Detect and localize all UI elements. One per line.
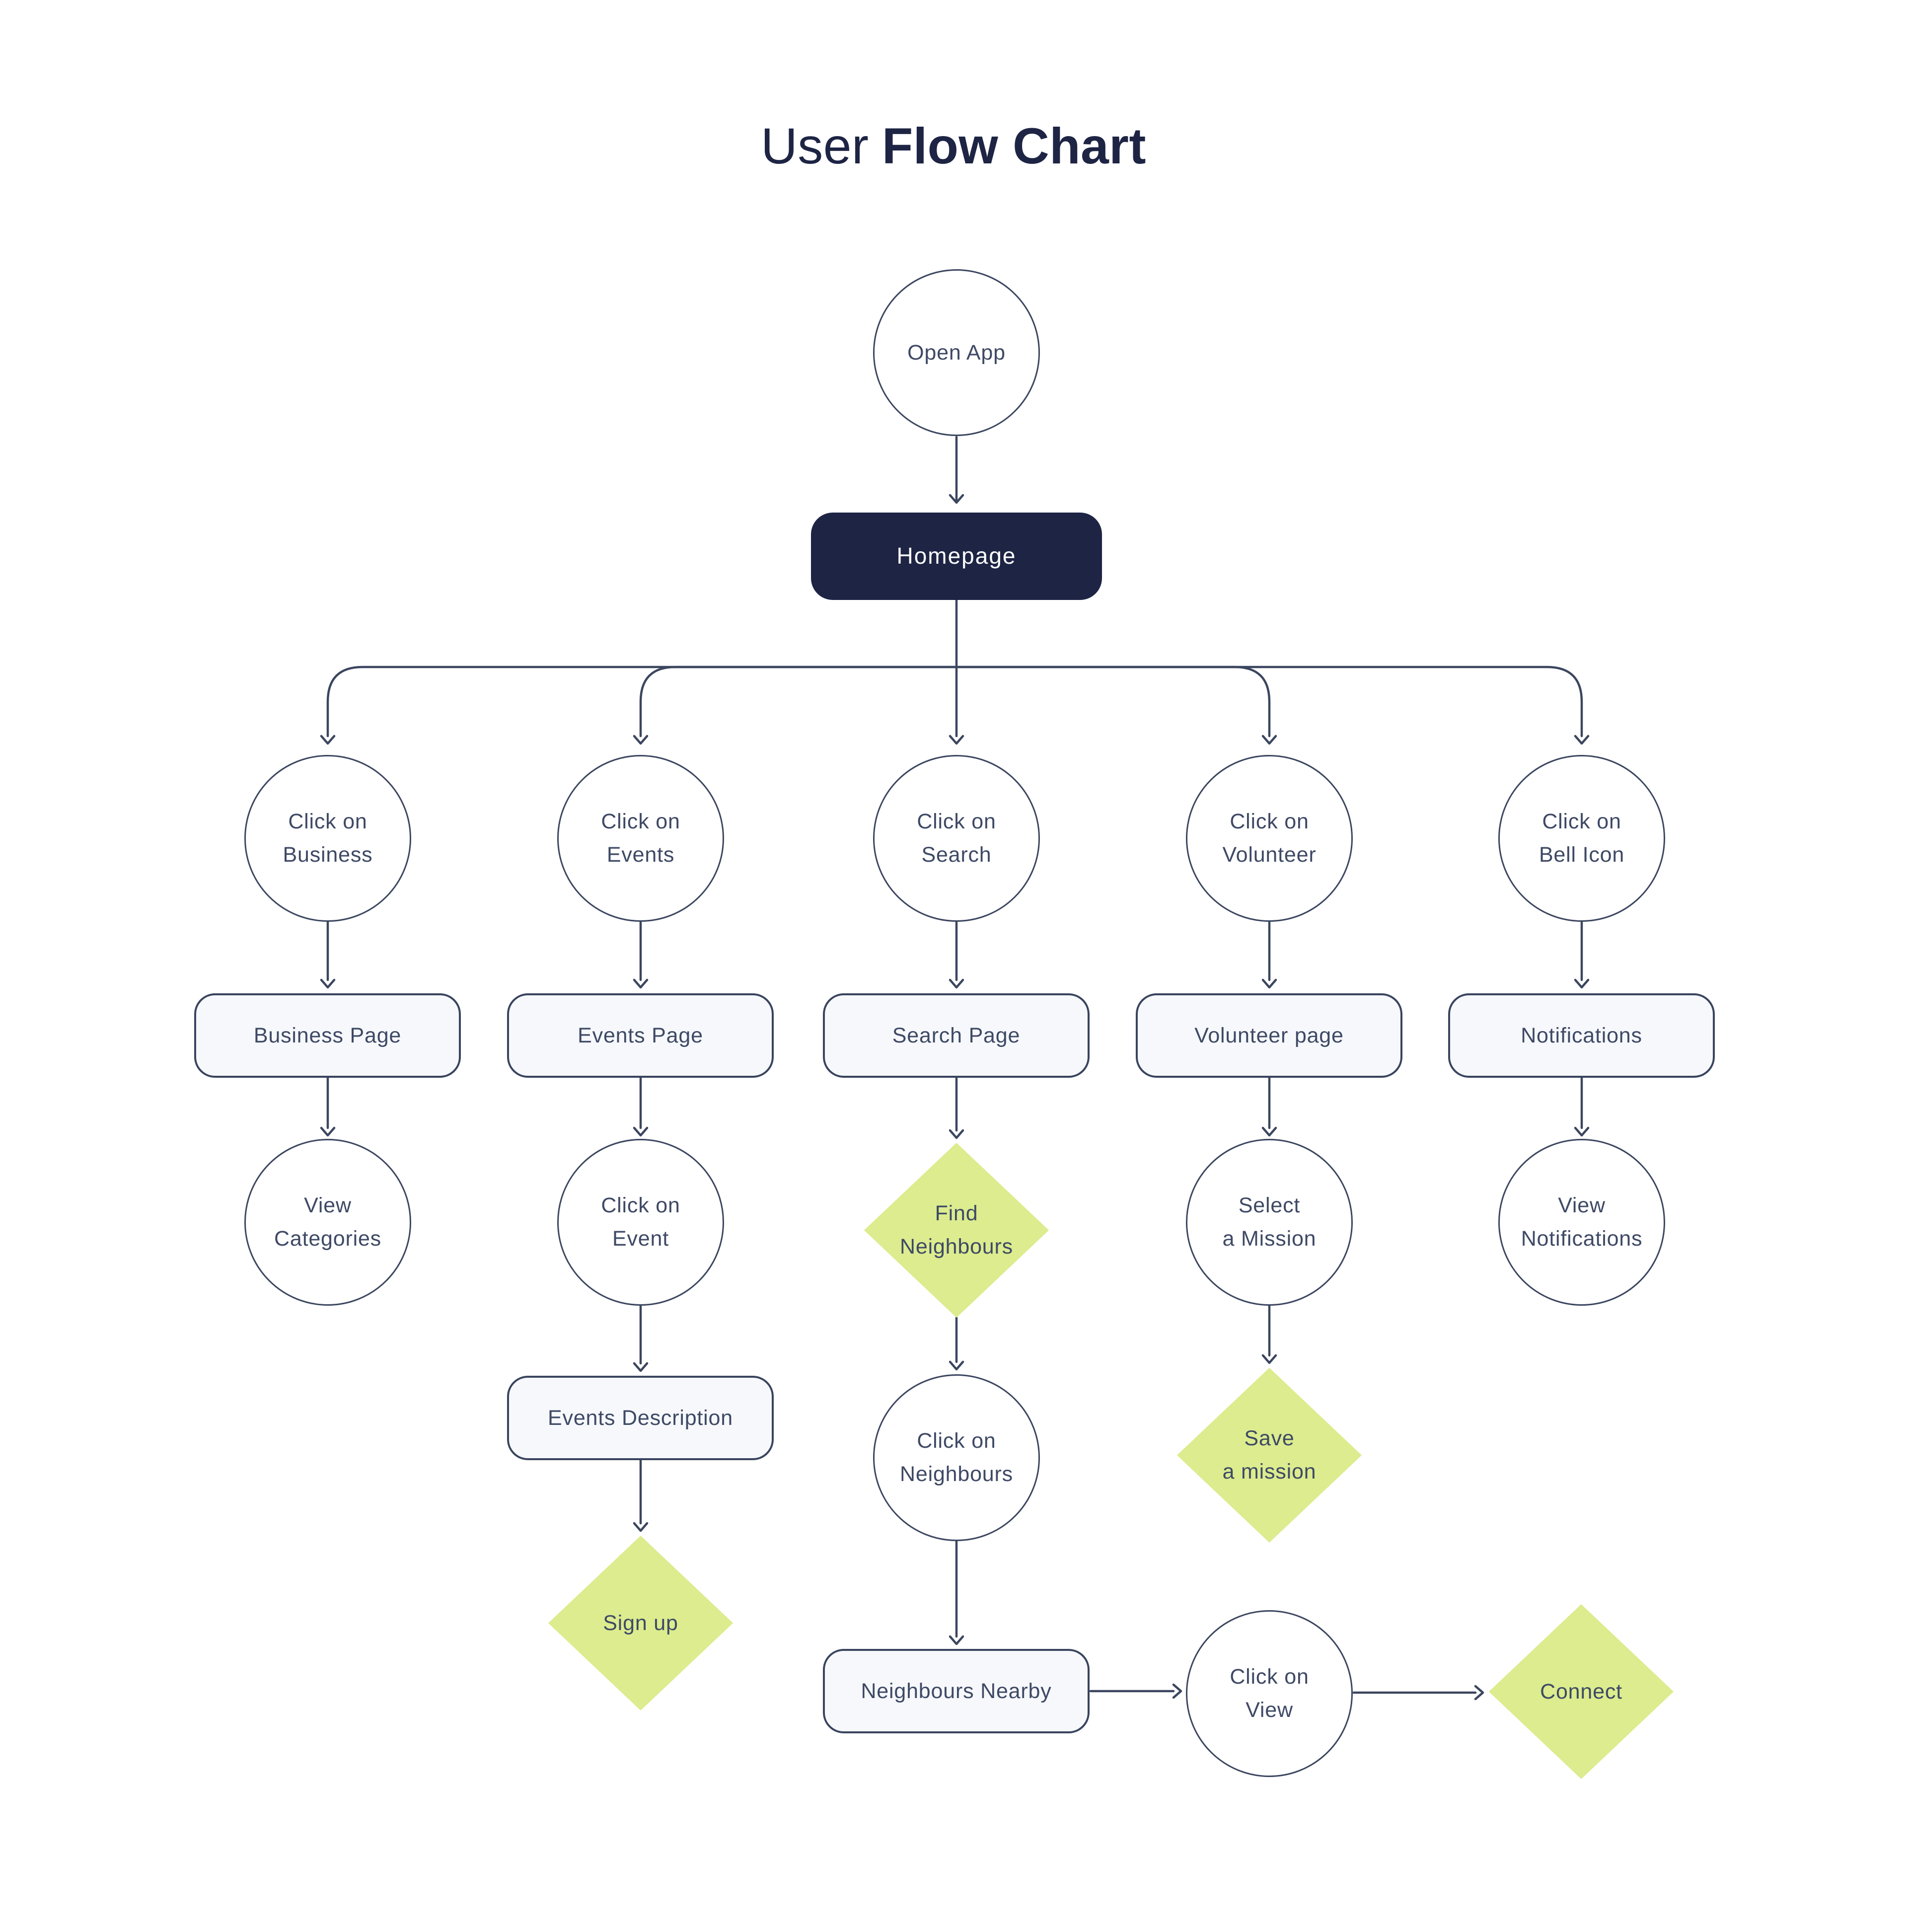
arrowhead [1261,978,1277,989]
click-events-node: Click on Events [557,755,724,922]
business-page-label: Business Page [253,1023,402,1047]
arrowhead [949,978,964,989]
arrowhead [633,978,649,989]
connect-label: Connect [1540,1679,1622,1704]
click-neighbours-node: Click on Neighbours [873,1374,1040,1541]
arrowhead [1574,978,1590,989]
arrowhead [949,1360,964,1371]
homepage-node: Homepage [811,513,1102,600]
events-description-label: Events Description [548,1406,733,1430]
notifications-node: Notifications [1448,993,1715,1078]
arrowhead [633,735,649,745]
edge-branch-events [639,666,958,738]
neighbours-nearby-node: Neighbours Nearby [823,1649,1090,1733]
sign-up-label: Sign up [603,1611,678,1635]
arrowhead [1574,1126,1590,1137]
view-categories-label: View Categories [274,1193,381,1251]
click-on-view-label: Click on View [1230,1665,1309,1722]
arrowhead [320,1126,336,1137]
volunteer-page-node: Volunteer page [1136,993,1402,1078]
arrowhead [1261,735,1277,745]
select-a-mission-node: Select a Mission [1186,1139,1353,1306]
view-categories-node: View Categories [244,1139,411,1306]
click-business-label: Click on Business [283,810,373,867]
click-volunteer-node: Click on Volunteer [1186,755,1353,922]
click-event-label: Click on Event [601,1193,680,1251]
view-notifications-label: View Notifications [1521,1193,1643,1251]
click-neighbours-label: Click on Neighbours [900,1429,1013,1486]
click-search-label: Click on Search [917,810,996,867]
click-search-node: Click on Search [873,755,1040,922]
edge-branch-business [326,666,958,738]
events-page-label: Events Page [578,1023,703,1047]
business-page-node: Business Page [194,993,461,1078]
click-volunteer-label: Click on Volunteer [1222,810,1317,867]
open-app-node: Open App [873,269,1040,436]
edge-branch-volunteer [955,666,1271,738]
arrowhead [949,735,964,745]
volunteer-page-label: Volunteer page [1194,1023,1344,1047]
events-page-node: Events Page [507,993,774,1078]
click-events-label: Click on Events [601,810,680,867]
homepage-label: Homepage [896,543,1017,569]
arrowhead [320,735,336,745]
select-a-mission-label: Select a Mission [1222,1193,1317,1251]
arrowhead [1574,735,1590,745]
click-on-view-node: Click on View [1186,1610,1353,1777]
arrowhead [1172,1683,1182,1699]
page-title-light: User [761,118,869,174]
click-business-node: Click on Business [244,755,411,922]
search-page-node: Search Page [823,993,1090,1078]
events-description-node: Events Description [507,1376,774,1460]
click-event-node: Click on Event [557,1139,724,1306]
arrowhead [1261,1354,1277,1364]
arrowhead [949,1635,964,1645]
find-neighbours-label: Find Neighbours [900,1201,1013,1259]
arrowhead [949,1129,964,1139]
arrowhead [633,1362,649,1372]
search-page-label: Search Page [892,1023,1021,1047]
open-app-label: Open App [907,340,1006,365]
arrowhead [1474,1685,1484,1701]
arrowhead [633,1522,649,1532]
arrowhead [320,978,336,989]
edge-branch-bell [955,666,1583,738]
notifications-label: Notifications [1521,1023,1642,1047]
click-bell-icon-label: Click on Bell Icon [1539,810,1625,867]
neighbours-nearby-label: Neighbours Nearby [861,1679,1052,1703]
arrowhead [949,494,964,504]
click-bell-icon-node: Click on Bell Icon [1498,755,1665,922]
arrowhead [1261,1126,1277,1137]
page-title-bold: Flow Chart [881,118,1146,174]
save-a-mission-label: Save a mission [1222,1426,1317,1484]
view-notifications-node: View Notifications [1498,1139,1665,1306]
arrowhead [633,1126,649,1137]
